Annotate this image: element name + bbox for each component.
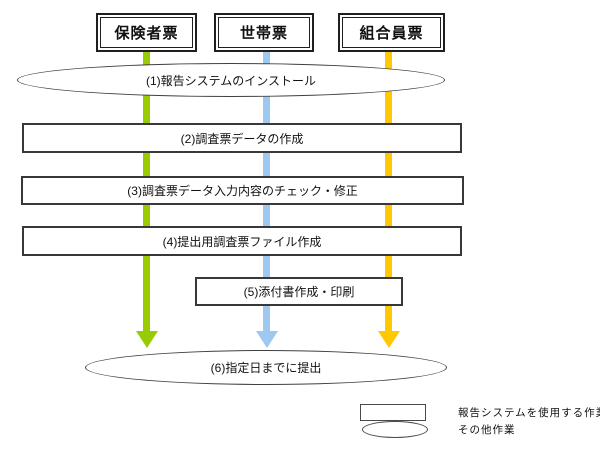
legend-rect-label: 報告システムを使用する作業: [458, 407, 600, 419]
step-2-create-data-rect: (2)調査票データの作成: [22, 123, 462, 153]
step-6-submit-ellipse: (6)指定日までに提出: [85, 350, 447, 385]
step-5-attachment-print-rect: (5)添付書作成・印刷: [195, 277, 403, 306]
step-1-install-ellipse: (1)報告システムのインストール: [17, 63, 445, 97]
source-box-kumiaiinhyo: 組合員票: [338, 13, 445, 52]
source-box-hokenshahyo-label: 保険者票: [100, 17, 193, 48]
legend-ellipse-label: その他作業: [458, 424, 516, 436]
step-4-create-file-rect: (4)提出用調査票ファイル作成: [22, 226, 462, 256]
yellow-arrow-down-icon: [378, 331, 400, 348]
source-box-setaihyo: 世帯票: [214, 13, 314, 52]
blue-arrow-down-icon: [256, 331, 278, 348]
legend-rect-symbol: [360, 404, 426, 421]
step-3-check-fix-rect: (3)調査票データ入力内容のチェック・修正: [21, 176, 464, 205]
legend-ellipse-symbol: [362, 421, 428, 438]
green-arrow-down-icon: [136, 331, 158, 348]
source-box-hokenshahyo: 保険者票: [96, 13, 197, 52]
source-box-kumiaiinhyo-label: 組合員票: [342, 17, 441, 48]
source-box-setaihyo-label: 世帯票: [218, 17, 310, 48]
